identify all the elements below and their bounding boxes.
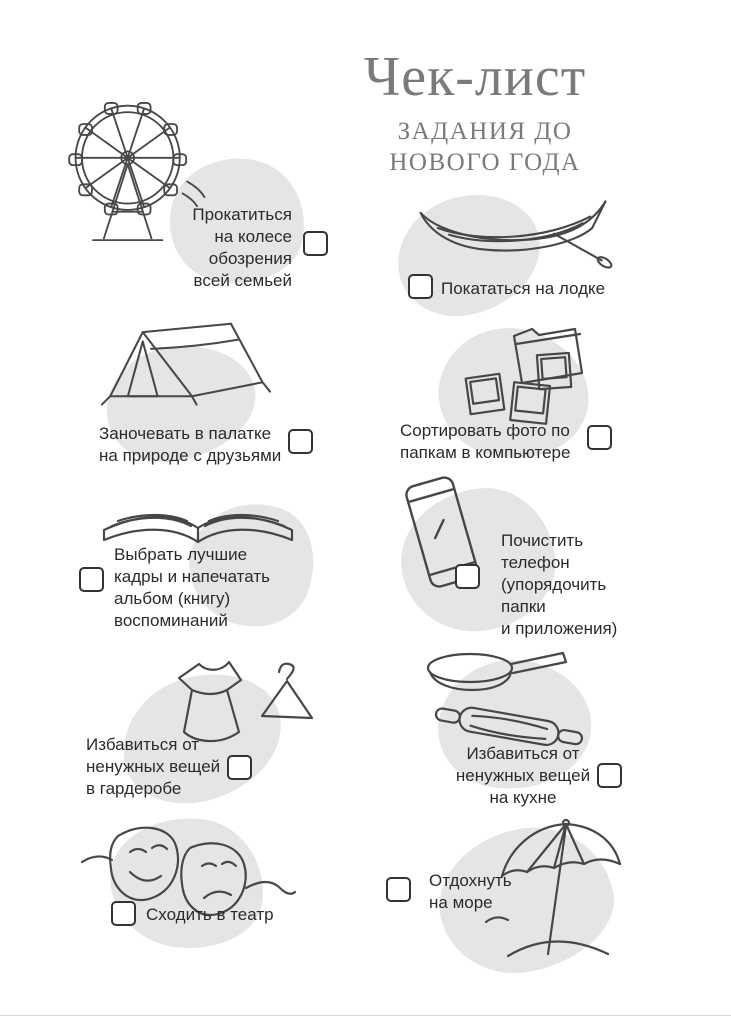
rowboat-icon (412, 188, 614, 270)
tent-icon (96, 308, 274, 412)
item-checkbox[interactable] (386, 877, 411, 902)
item-checkbox[interactable] (455, 564, 480, 589)
item-label: Сходить в театр (146, 905, 274, 924)
page-subtitle: ЗАДАНИЯ ДО НОВОГО ГОДА (389, 118, 581, 177)
item-checkbox[interactable] (303, 231, 328, 256)
photos-folder-icon (452, 318, 590, 426)
item-label: Сортировать фото по папкам в компьютере (400, 421, 571, 462)
item-label: Заночевать в палатке на природе с друзья… (99, 424, 282, 465)
item-checkbox[interactable] (597, 763, 622, 788)
item-checkbox[interactable] (587, 425, 612, 450)
item-label: Прокатиться на колесе обозрения всей сем… (192, 205, 292, 290)
page-bottom-edge (0, 1015, 731, 1016)
item-label: Почистить телефон (упорядочить папки и п… (501, 531, 618, 638)
open-book-icon (94, 490, 302, 554)
item-checkbox[interactable] (111, 901, 136, 926)
page-title: Чек-лист (363, 46, 587, 108)
theater-masks-icon (78, 814, 296, 926)
item-label: Избавиться от ненужных вещей в гардеробе (86, 735, 221, 798)
item-label: Покататься на лодке (441, 279, 606, 298)
item-checkbox[interactable] (288, 429, 313, 454)
item-label: Отдохнуть на море (429, 871, 512, 912)
clothes-hanger-icon (163, 650, 315, 748)
beach-umbrella-icon (484, 814, 628, 964)
item-checkbox[interactable] (408, 274, 433, 299)
item-label: Избавиться от ненужных вещей на кухне (455, 744, 591, 807)
item-checkbox[interactable] (227, 755, 252, 780)
pan-rolling-pin-icon (415, 644, 595, 752)
ferris-wheel-icon (52, 92, 207, 252)
item-label: Выбрать лучшие кадры и напечатать альбом… (114, 545, 270, 630)
item-checkbox[interactable] (79, 567, 104, 592)
